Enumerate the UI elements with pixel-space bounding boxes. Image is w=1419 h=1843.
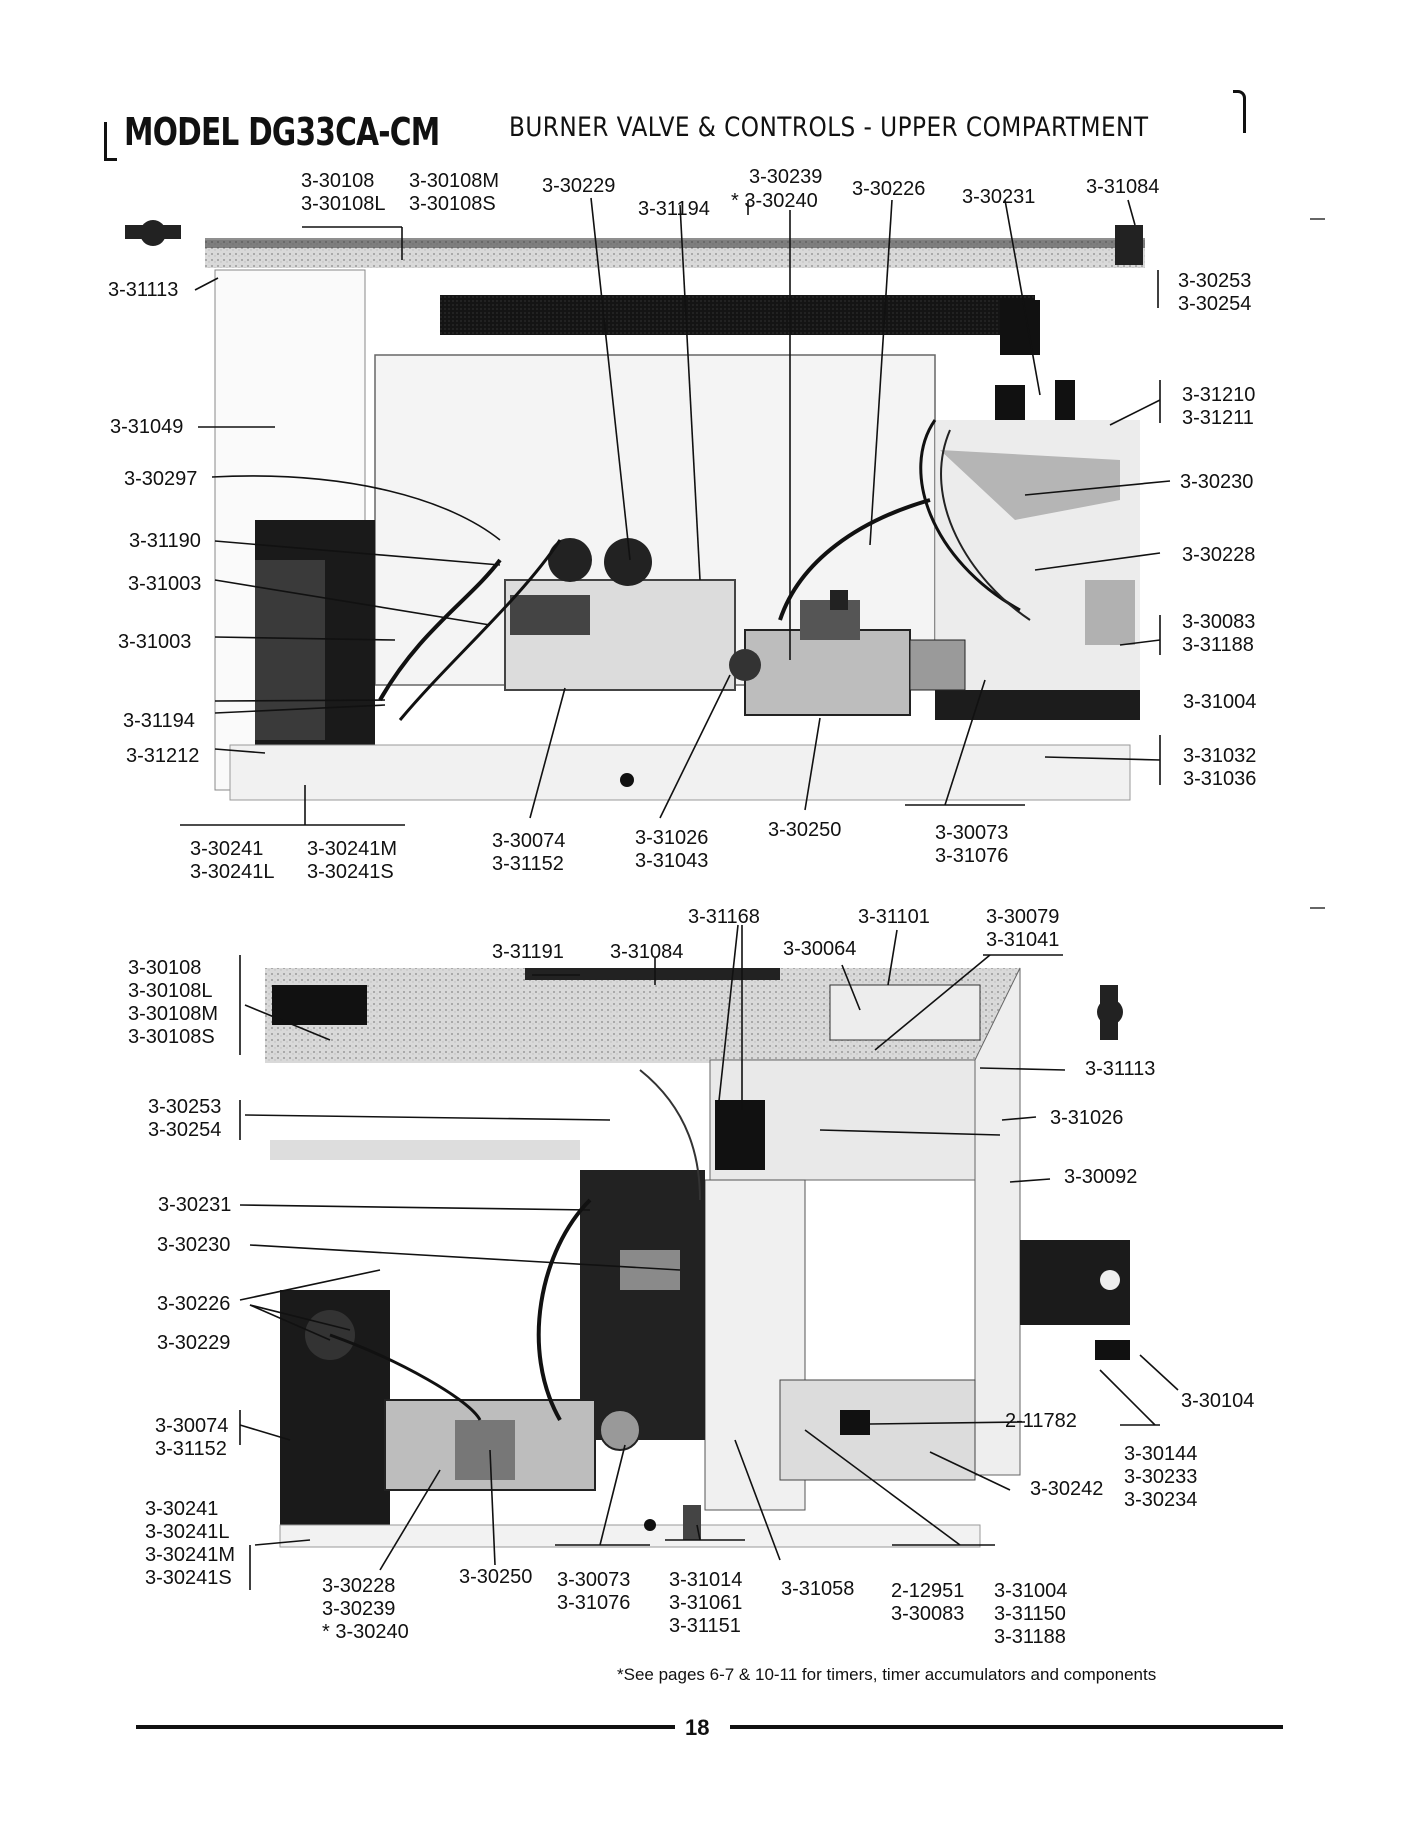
bottom-label-31058: 3-31058 <box>781 1578 855 1600</box>
top-label-30239: 3-30239 <box>749 166 823 188</box>
bottom-label-30250: 3-30250 <box>459 1566 533 1588</box>
top-label-30231: 3-30231 <box>962 186 1036 208</box>
upper-rail <box>440 295 1035 335</box>
model-title: MODEL DG33CA-CM <box>124 110 440 154</box>
bottom-label-31191: 3-31191 <box>492 941 564 963</box>
top-label-30250: 3-30250 <box>768 819 842 841</box>
title-bracket-left <box>104 122 117 161</box>
title-bracket-right <box>1233 90 1246 133</box>
footnote: *See pages 6-7 & 10-11 for timers, timer… <box>617 1665 1157 1684</box>
bottom-label-31101: 3-31101 <box>858 906 930 928</box>
top-label-31004: 3-31004 <box>1183 691 1257 713</box>
top-label-30226: 3-30226 <box>852 178 926 200</box>
bottom-label-30104: 3-30104 <box>1181 1390 1255 1412</box>
upper-valve-right <box>604 538 652 586</box>
bottom-label-31113: 3-31113 <box>1085 1058 1156 1080</box>
bottom-label-30229: 3-30229 <box>157 1332 231 1354</box>
top-label-30229: 3-30229 <box>542 175 616 197</box>
bottom-label-30230: 3-30230 <box>157 1234 231 1256</box>
bottom-label-31084: 3-31084 <box>610 941 684 963</box>
lower-leader-lines <box>239 924 1179 1590</box>
section-subtitle: BURNER VALVE & CONTROLS - UPPER COMPARTM… <box>509 112 1149 143</box>
top-label-31049: 3-31049 <box>110 416 184 438</box>
top-label-31003a: 3-31003 <box>128 573 202 595</box>
page-number: 18 <box>685 1715 710 1740</box>
top-label-31113: 3-31113 <box>108 279 179 301</box>
upper-gas-valve <box>744 629 911 716</box>
top-label-30297: 3-30297 <box>124 468 198 490</box>
top-label-31003b: 3-31003 <box>118 631 192 653</box>
top-label-31194b: 3-31194 <box>123 710 195 732</box>
top-label-31212: 3-31212 <box>126 745 200 767</box>
top-label-31084: 3-31084 <box>1086 176 1160 198</box>
upper-compartment-illustration <box>125 220 1145 801</box>
top-label-30230: 3-30230 <box>1180 471 1254 493</box>
bottom-label-30226: 3-30226 <box>157 1293 231 1315</box>
lower-view-illustration <box>265 967 1130 1548</box>
bottom-label-11782: 2-11782 <box>1005 1410 1077 1432</box>
bottom-label-30064: 3-30064 <box>783 938 857 960</box>
top-label-30228: 3-30228 <box>1182 544 1256 566</box>
top-label-30240: * 3-30240 <box>731 190 818 212</box>
top-label-31194: 3-31194 <box>638 198 710 220</box>
upper-valve-left <box>548 538 592 582</box>
bottom-label-30092: 3-30092 <box>1064 1166 1138 1188</box>
bottom-label-31026: 3-31026 <box>1050 1107 1124 1129</box>
bottom-label-31168: 3-31168 <box>688 906 760 928</box>
bottom-label-30242: 3-30242 <box>1030 1478 1104 1500</box>
bottom-label-30231: 3-30231 <box>158 1194 232 1216</box>
upper-leader-lines <box>180 197 1171 826</box>
top-label-31190: 3-31190 <box>129 530 201 552</box>
